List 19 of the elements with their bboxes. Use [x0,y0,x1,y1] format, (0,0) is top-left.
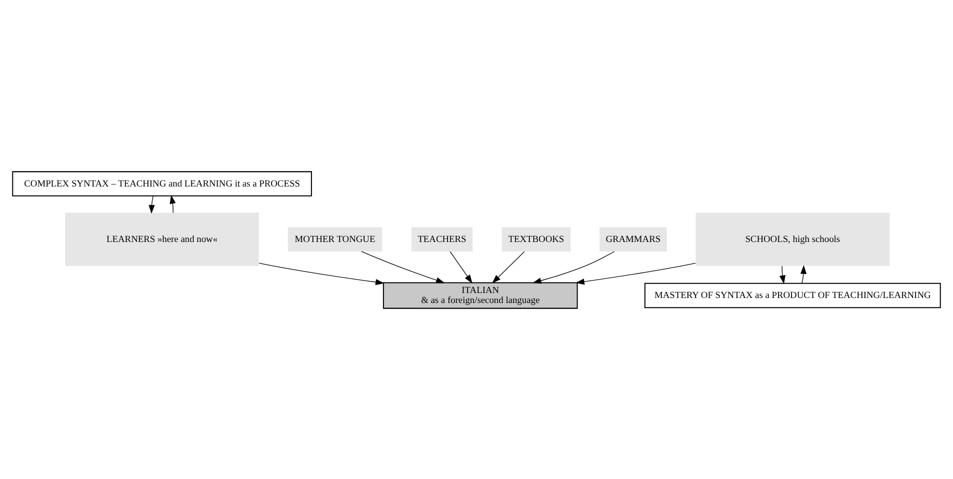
node-box: ITALIAN & as a foreign/second language [382,282,578,308]
node-box: MASTERY OF SYNTAX as a PRODUCT OF TEACHING/LEARNING [644,282,941,308]
arrow [258,262,384,285]
arrow [450,250,472,283]
arrow [361,250,445,283]
arrow [576,262,696,284]
arrow [492,250,525,283]
node-box: TEACHERS [411,226,473,251]
node-box: LEARNERS »here and now« [65,212,259,266]
arrow [148,195,155,214]
arrow [800,264,807,283]
arrow [532,250,615,284]
node-box: GRAMMARS [600,226,667,251]
node-box: SCHOOLS, high schools [696,212,890,266]
arrow [779,265,786,284]
node-box: MOTHER TONGUE [288,226,382,251]
node-box: TEXTBOOKS [502,226,571,251]
node-box: COMPLEX SYNTAX – TEACHING and LEARNING it as a PROCESS [12,170,312,196]
arrow [170,194,176,213]
